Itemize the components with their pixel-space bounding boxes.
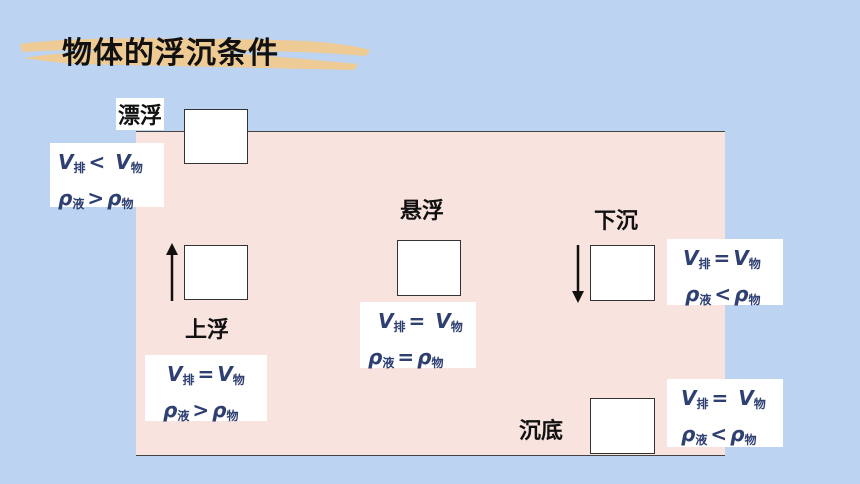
floating-density-condition: ρ液>ρ物 [58,186,134,211]
suspended-density-condition: ρ液=ρ物 [368,345,444,370]
rising-formula: V排=V物 ρ液>ρ物 [145,355,267,423]
suspended-label: 悬浮 [400,199,445,224]
rising-object [184,245,248,300]
bottom-volume-condition: V排= V物 [681,386,766,411]
sinking-density-condition: ρ液<ρ物 [685,282,761,307]
rising-density-condition: ρ液>ρ物 [163,398,239,423]
floating-label: 漂浮 [116,98,165,130]
bottom-label: 沉底 [519,419,564,444]
floating-volume-condition: V排< V物 [58,150,143,175]
rising-volume-condition: V排=V物 [167,362,245,387]
up-arrow-icon [166,243,178,301]
sinking-formula: V排=V物 ρ液<ρ物 [667,239,783,307]
suspended-volume-condition: V排= V物 [378,309,463,334]
title-brush-stroke [20,38,370,70]
floating-formula: V排< V物 ρ液>ρ物 [50,143,164,211]
suspended-formula: V排= V物 ρ液=ρ物 [360,302,476,370]
rising-label: 上浮 [185,318,230,343]
bottom-formula: V排= V物 ρ液<ρ物 [667,379,783,447]
page-title: 物体的浮沉条件 [62,36,279,71]
bottom-density-condition: ρ液<ρ物 [681,422,757,447]
sinking-volume-condition: V排=V物 [683,246,761,271]
floating-object [184,109,248,164]
down-arrow-icon [572,245,584,303]
suspended-object [397,240,461,296]
bottom-object [590,398,655,454]
sinking-object [590,245,655,301]
sinking-label: 下沉 [594,209,639,234]
